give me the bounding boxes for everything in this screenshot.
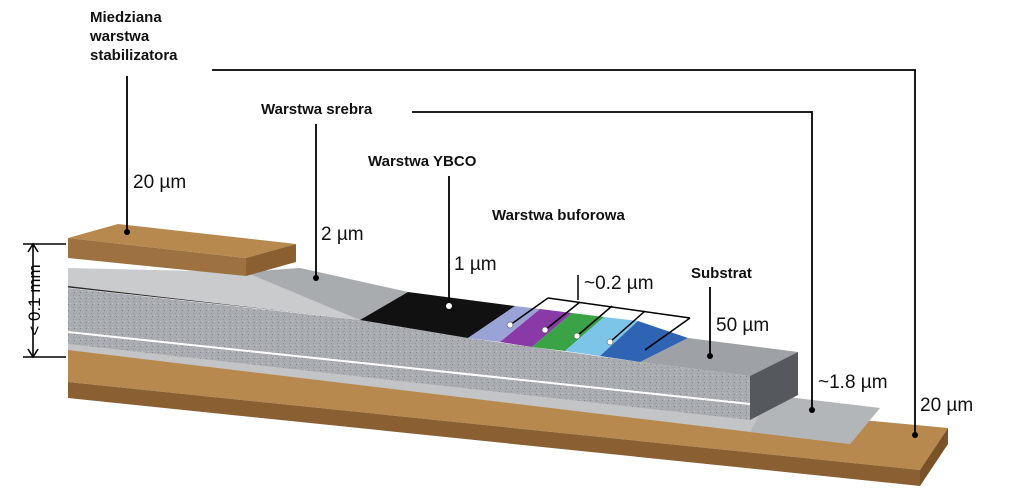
ybco-layer bbox=[360, 292, 515, 338]
top-silver-layer bbox=[68, 268, 408, 320]
copper-label: Miedziana warstwa stabilizatora bbox=[90, 9, 178, 64]
leader-lines bbox=[126, 69, 916, 435]
silver-bottom-thickness: ~1.8 µm bbox=[818, 372, 888, 393]
buffer-layers bbox=[468, 306, 688, 362]
substrate-label: Substrat bbox=[691, 265, 752, 282]
thin-layer-line bbox=[67, 331, 751, 405]
buffer-leaders bbox=[509, 275, 691, 351]
substrate-thickness: 50 µm bbox=[716, 315, 770, 336]
total-thickness-label: < 0.1 mm bbox=[25, 264, 44, 336]
ybco-label: Warstwa YBCO bbox=[368, 153, 477, 170]
copper-bottom-thickness: 20 µm bbox=[920, 395, 974, 416]
ybco-thickness: 1 µm bbox=[454, 254, 497, 275]
copper-top-thickness: 20 µm bbox=[133, 172, 187, 193]
buffer-label: Warstwa buforowa bbox=[492, 207, 625, 224]
leader-dots bbox=[124, 229, 918, 438]
top-copper-block bbox=[68, 224, 296, 276]
silver-label: Warstwa srebra bbox=[261, 101, 373, 118]
thickness-bracket bbox=[23, 242, 66, 359]
buffer-leader-dots bbox=[506, 321, 614, 346]
buffer-thickness: ~0.2 µm bbox=[584, 273, 654, 294]
silver-top-thickness: 2 µm bbox=[321, 224, 364, 245]
